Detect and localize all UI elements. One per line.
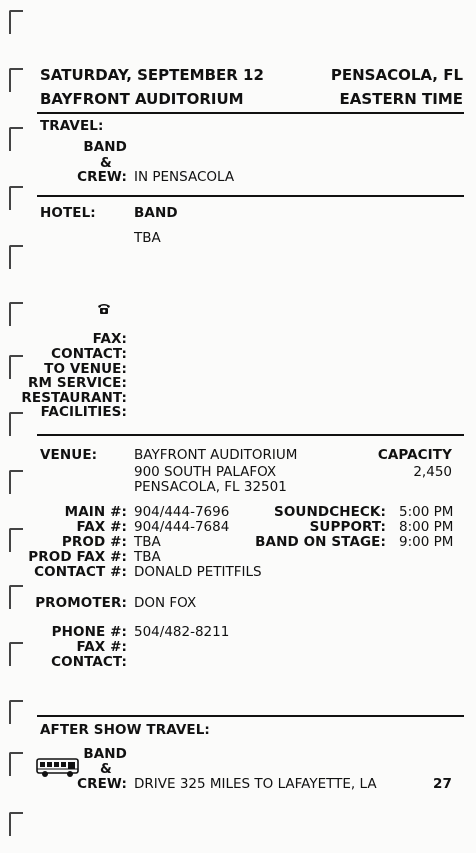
venue-prod-fax-value: TBA	[134, 549, 161, 565]
hotel-restaurant-label: RESTAURANT:	[21, 390, 127, 406]
venue-heading: VENUE:	[40, 447, 98, 463]
venue-main-value: 904/444-7696	[134, 504, 230, 520]
hotel-rm-service-label: RM SERVICE:	[28, 375, 127, 391]
divider	[37, 434, 464, 436]
venue-prod-label: PROD #:	[61, 534, 127, 550]
band-on-stage-label: BAND ON STAGE:	[255, 534, 386, 550]
binder-holes	[0, 0, 30, 853]
binder-hole	[9, 302, 23, 326]
binder-hole	[9, 127, 23, 151]
promoter-phone-label: PHONE #:	[51, 624, 127, 640]
travel-heading: TRAVEL:	[40, 118, 104, 134]
promoter-phone-value: 504/482-8211	[134, 624, 230, 640]
band-on-stage-value: 9:00 PM	[399, 534, 454, 550]
hotel-to-venue-label: TO VENUE:	[44, 361, 127, 377]
venue-fax-value: 904/444-7684	[134, 519, 230, 535]
binder-hole	[9, 752, 23, 776]
binder-hole	[9, 470, 23, 494]
travel-band-label: BAND	[83, 139, 127, 155]
binder-hole	[9, 355, 23, 379]
venue-name: BAYFRONT AUDITORIUM	[134, 447, 298, 463]
hotel-name-label: BAND	[134, 205, 178, 221]
after-show-amp-label: &	[100, 761, 112, 777]
hotel-facilities-label: FACILITIES:	[40, 404, 127, 420]
divider	[37, 195, 464, 197]
header-date: SATURDAY, SEPTEMBER 12	[40, 66, 264, 84]
venue-fax-label: FAX #:	[76, 519, 127, 535]
promoter-label: PROMOTER:	[35, 595, 127, 611]
venue-main-label: MAIN #:	[64, 504, 127, 520]
venue-address-line1: 900 SOUTH PALAFOX	[134, 464, 277, 480]
promoter-value: DON FOX	[134, 595, 197, 611]
hotel-fax-label: FAX:	[92, 331, 127, 347]
hotel-name-value: TBA	[134, 230, 161, 246]
binder-hole	[9, 186, 23, 210]
after-show-heading: AFTER SHOW TRAVEL:	[40, 722, 210, 738]
travel-amp-label: &	[100, 155, 112, 171]
venue-contact-value: DONALD PETITFILS	[134, 564, 262, 580]
hotel-contact-label: CONTACT:	[51, 346, 127, 362]
soundcheck-label: SOUNDCHECK:	[274, 504, 386, 520]
binder-hole	[9, 642, 23, 666]
header-venue: BAYFRONT AUDITORIUM	[40, 90, 244, 108]
hotel-heading: HOTEL:	[40, 205, 96, 221]
support-label: SUPPORT:	[309, 519, 386, 535]
page-number: 27	[433, 776, 452, 792]
divider	[37, 715, 464, 717]
binder-hole	[9, 245, 23, 269]
binder-hole	[9, 10, 23, 34]
binder-hole	[9, 585, 23, 609]
venue-capacity-label: CAPACITY	[377, 447, 452, 463]
binder-hole	[9, 412, 23, 436]
travel-crew-label: CREW:	[77, 169, 127, 185]
binder-hole	[9, 528, 23, 552]
telephone-icon	[98, 304, 110, 314]
venue-prod-value: TBA	[134, 534, 161, 550]
travel-value: IN PENSACOLA	[134, 169, 235, 185]
venue-address-line2: PENSACOLA, FL 32501	[134, 479, 287, 495]
venue-contact-label: CONTACT #:	[34, 564, 127, 580]
binder-hole	[9, 68, 23, 92]
binder-hole	[9, 812, 23, 836]
support-value: 8:00 PM	[399, 519, 454, 535]
after-show-band-label: BAND	[83, 746, 127, 762]
venue-capacity-value: 2,450	[413, 464, 452, 480]
tour-bus-icon	[36, 758, 79, 777]
after-show-value: DRIVE 325 MILES TO LAFAYETTE, LA	[134, 776, 377, 792]
promoter-fax-label: FAX #:	[76, 639, 127, 655]
promoter-contact-label: CONTACT:	[51, 654, 127, 670]
soundcheck-value: 5:00 PM	[399, 504, 454, 520]
after-show-crew-label: CREW:	[77, 776, 127, 792]
header-timezone: EASTERN TIME	[339, 90, 463, 108]
header-city: PENSACOLA, FL	[330, 66, 463, 84]
divider	[37, 112, 464, 114]
venue-prod-fax-label: PROD FAX #:	[28, 549, 127, 565]
binder-hole	[9, 700, 23, 724]
